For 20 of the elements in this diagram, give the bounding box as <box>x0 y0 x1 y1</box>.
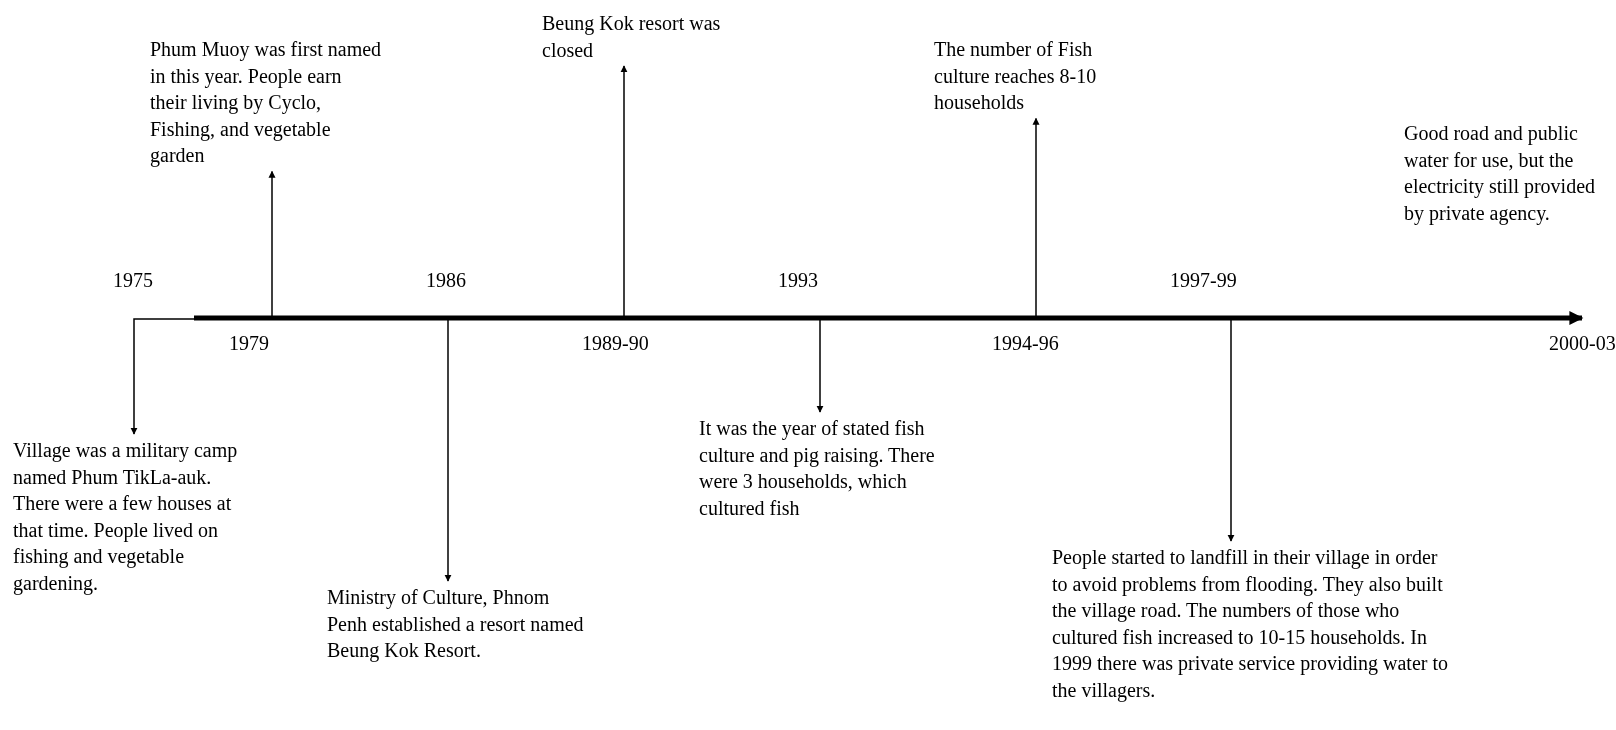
arrow <box>130 318 195 435</box>
event-note: Ministry of Culture, Phnom Penh established a resort named Beung Kok Resort. <box>327 584 585 664</box>
event-note: It was the year of stated fish culture and pig raising. There were 3 households, which cultured fish <box>699 415 935 521</box>
event-note: People started to landfill in their village in order to avoid problems from flooding. They also built the village road. The numbers of those who cultured fish increased to 10-15 households. In 1999 there was private service providing water to the villagers. <box>1052 544 1452 703</box>
year-label: 1975 <box>113 268 154 293</box>
event-note: Village was a military camp named Phum TikLa-auk. There were a few houses at that time. People lived on fishing and vegetable gardening. <box>13 437 241 596</box>
year-label: 1986 <box>426 268 467 293</box>
event-note: Good road and public water for use, but the electricity still provided by private agency. <box>1404 121 1597 226</box>
arrow <box>1227 318 1235 542</box>
event-note: Phum Muoy was first named in this year. People earn their living by Cyclo, Fishing, and vegetable garden <box>150 36 382 169</box>
event-note: The number of Fish culture reaches 8-10 households <box>934 36 1139 116</box>
arrow <box>444 318 452 582</box>
year-label: 1997-99 <box>1170 268 1238 293</box>
year-label: 1993 <box>778 268 819 293</box>
year-label: 2000-03 <box>1549 331 1616 356</box>
arrow <box>816 318 824 413</box>
event-note: Beung Kok resort was closed <box>542 10 767 63</box>
year-label: 1994-96 <box>992 331 1060 356</box>
year-label: 1979 <box>229 331 270 356</box>
year-label: 1989-90 <box>582 331 650 356</box>
